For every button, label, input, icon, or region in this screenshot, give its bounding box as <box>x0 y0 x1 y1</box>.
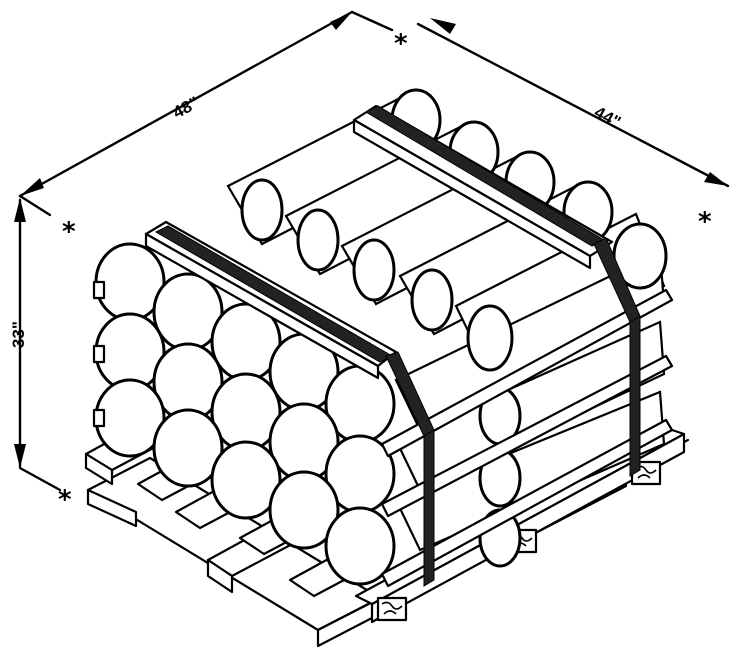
corner-marker: * <box>394 29 408 59</box>
side-separator-board <box>380 418 674 588</box>
pipe-front-end <box>210 440 282 520</box>
height-label: 33" <box>9 321 28 348</box>
arrowhead <box>14 444 26 468</box>
corner-marker: * <box>58 485 72 515</box>
arrowhead <box>20 178 44 196</box>
pipe-front-ends <box>94 242 396 586</box>
strap-band <box>629 315 641 477</box>
arrowhead <box>704 172 728 186</box>
coupling-ring <box>296 208 340 272</box>
top-separator-board-edge <box>144 232 380 380</box>
pipe-front-end <box>152 408 224 488</box>
width-dimension-line <box>416 22 730 188</box>
arrowhead <box>14 198 26 222</box>
support-block <box>376 596 408 622</box>
extension-line <box>18 466 62 492</box>
coupling-ring <box>466 304 514 372</box>
length-dimension-line <box>18 10 354 198</box>
pipe-front-end <box>324 506 396 586</box>
deck-slat-edge <box>206 558 234 594</box>
coupling-ring <box>352 238 396 302</box>
arrowhead <box>330 12 352 30</box>
deck-slat-edge <box>84 452 114 486</box>
pipe-bundle <box>94 88 668 586</box>
arrowhead <box>430 18 456 34</box>
side-separator-board <box>380 288 674 458</box>
bottom-slat-edge <box>86 488 138 528</box>
wood-grain <box>381 601 403 615</box>
extension-line <box>350 10 394 32</box>
extension-line <box>18 194 52 217</box>
coupling-ring <box>410 268 454 332</box>
side-separator-board <box>380 354 674 518</box>
separator-stub <box>92 280 106 300</box>
pipe-front-end <box>268 470 340 550</box>
width-label: 44" <box>591 103 624 132</box>
top-separator-board-edge <box>352 118 592 270</box>
separator-stub <box>92 344 106 364</box>
strap-band <box>423 429 435 587</box>
pipe-body-side <box>394 320 666 492</box>
corner-marker: * <box>62 217 76 247</box>
corner-marker: * <box>698 207 712 237</box>
pipe-body-side <box>394 390 666 552</box>
separator-stub <box>92 408 106 428</box>
coupling-rings <box>240 178 522 568</box>
coupling-ring <box>240 178 284 242</box>
strapping-bands <box>154 105 641 587</box>
dimension-lines <box>14 10 730 492</box>
